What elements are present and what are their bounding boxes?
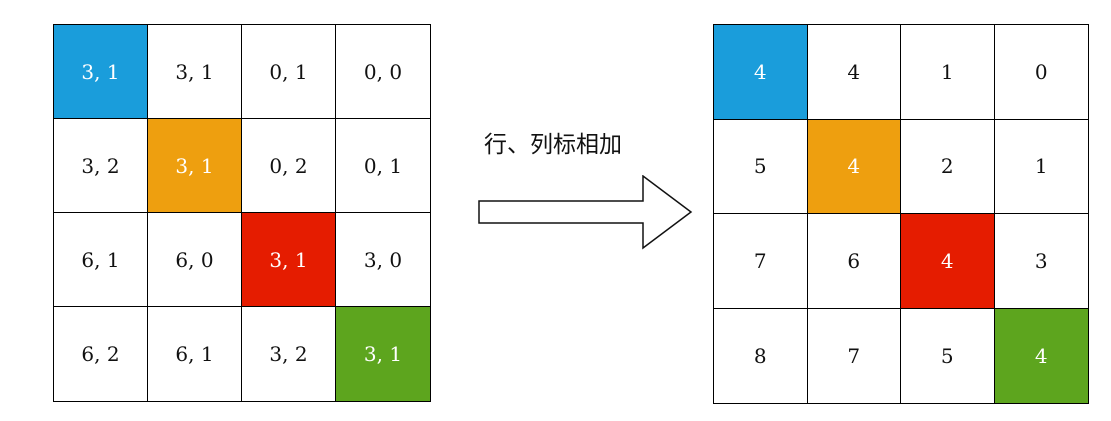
grid-cell: 7 — [714, 214, 808, 309]
grid-cell: 3, 1 — [54, 25, 148, 119]
grid-cell: 6 — [807, 214, 901, 309]
grid-cell: 1 — [994, 120, 1088, 214]
right-arrow-icon — [478, 175, 693, 250]
grid-cell: 4 — [994, 308, 1088, 403]
grid-cell: 7 — [808, 308, 901, 403]
grid-cell: 3, 1 — [148, 119, 242, 213]
grid-cell: 8 — [714, 308, 808, 403]
grid-cell: 3, 1 — [336, 307, 430, 401]
grid-cell: 4 — [807, 119, 901, 214]
grid-cell: 6, 0 — [148, 213, 242, 307]
grid-cell: 4 — [714, 25, 808, 120]
grid-cell: 6, 1 — [54, 213, 148, 307]
grid-cell: 3, 2 — [54, 119, 148, 213]
grid-cell: 5 — [714, 119, 808, 214]
grid-cell: 0, 0 — [336, 25, 430, 119]
grid-cell: 3, 1 — [242, 213, 336, 307]
grid-cell: 3, 1 — [148, 25, 242, 119]
grid-cell: 0, 2 — [242, 119, 336, 213]
grid-cell: 6, 1 — [148, 307, 242, 401]
grid-cell: 0, 1 — [336, 119, 430, 213]
transform-label: 行、列标相加 — [484, 132, 622, 158]
grid-cell: 3, 2 — [242, 307, 336, 401]
grid-cell: 1 — [901, 25, 995, 120]
grid-cell: 4 — [807, 25, 901, 120]
grid-cell: 4 — [901, 214, 995, 309]
grid-cell: 0, 1 — [242, 25, 336, 119]
grid-cell: 3 — [994, 214, 1088, 309]
grid-cell: 6, 2 — [54, 307, 148, 401]
grid-cell: 0 — [994, 25, 1088, 120]
grid-cell: 5 — [901, 308, 995, 403]
grid-cell: 3, 0 — [336, 213, 430, 307]
grid-cell: 2 — [901, 119, 995, 214]
